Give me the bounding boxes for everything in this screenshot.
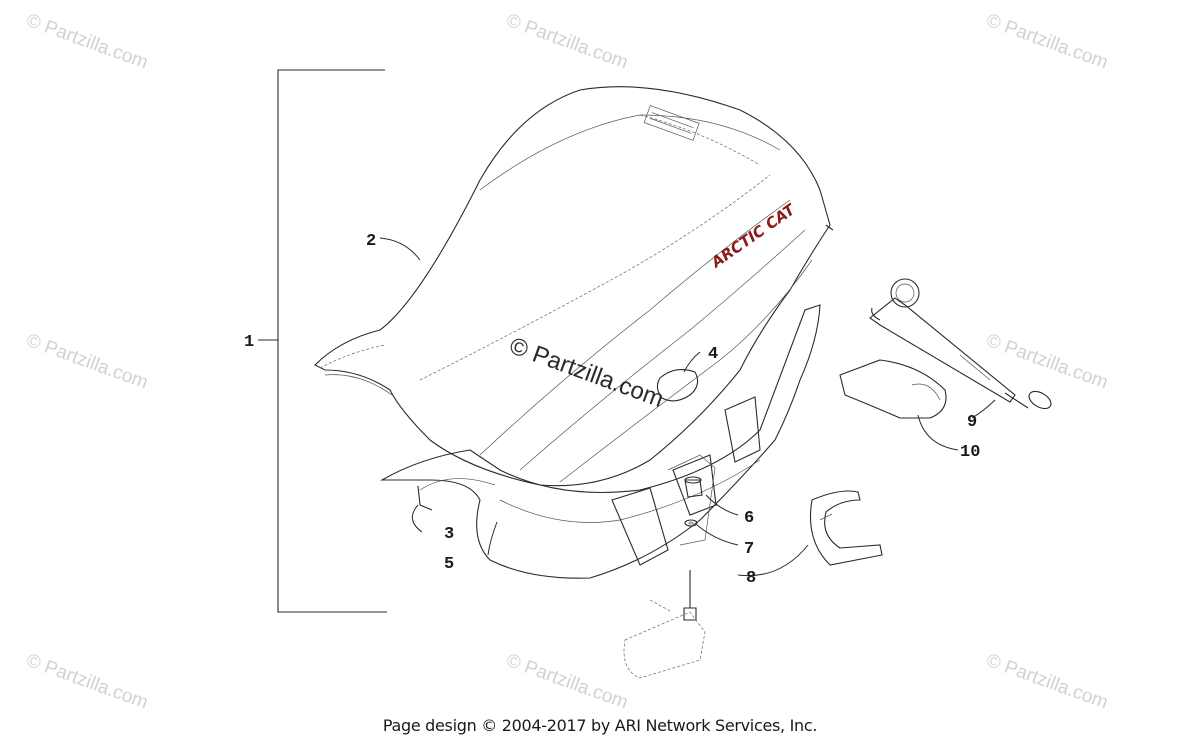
callout-3: 3 [444,525,454,544]
callout-2: 2 [366,232,376,251]
seat-base-drawing [379,304,821,579]
callout-8: 8 [746,569,756,588]
callout-labels: 1 2 3 4 5 6 7 8 9 10 [244,232,980,588]
watermark: © Partzilla.com [23,10,150,74]
callout-6: 6 [744,509,754,528]
patch-drawing [656,369,699,402]
fastener-drawing [667,454,716,546]
callout-1: 1 [244,333,254,352]
callout-4: 4 [708,345,718,364]
center-watermark: © Partzilla.com [506,332,667,413]
watermark: © Partzilla.com [983,650,1110,714]
assembly-bracket [258,69,387,613]
seat-cover-drawing: ARCTIC CAT [314,86,834,487]
callout-9: 9 [967,413,977,432]
leader-lines [379,237,996,577]
callout-7: 7 [744,540,754,559]
callout-10: 10 [960,443,980,462]
seat-brand-label: ARCTIC CAT [707,200,800,272]
latch-detail-drawing [623,570,706,679]
watermark: © Partzilla.com [23,330,150,394]
watermark: © Partzilla.com [503,650,630,714]
watermark: © Partzilla.com [23,650,150,714]
watermark: © Partzilla.com [503,10,630,74]
pump-drawing [869,278,1052,410]
callout-5: 5 [444,555,454,574]
footer-copyright: Page design © 2004-2017 by ARI Network S… [382,716,818,735]
watermark: © Partzilla.com [983,10,1110,74]
strap-drawing [809,490,883,566]
watermark: © Partzilla.com [983,330,1110,394]
pouch-drawing [839,359,947,419]
